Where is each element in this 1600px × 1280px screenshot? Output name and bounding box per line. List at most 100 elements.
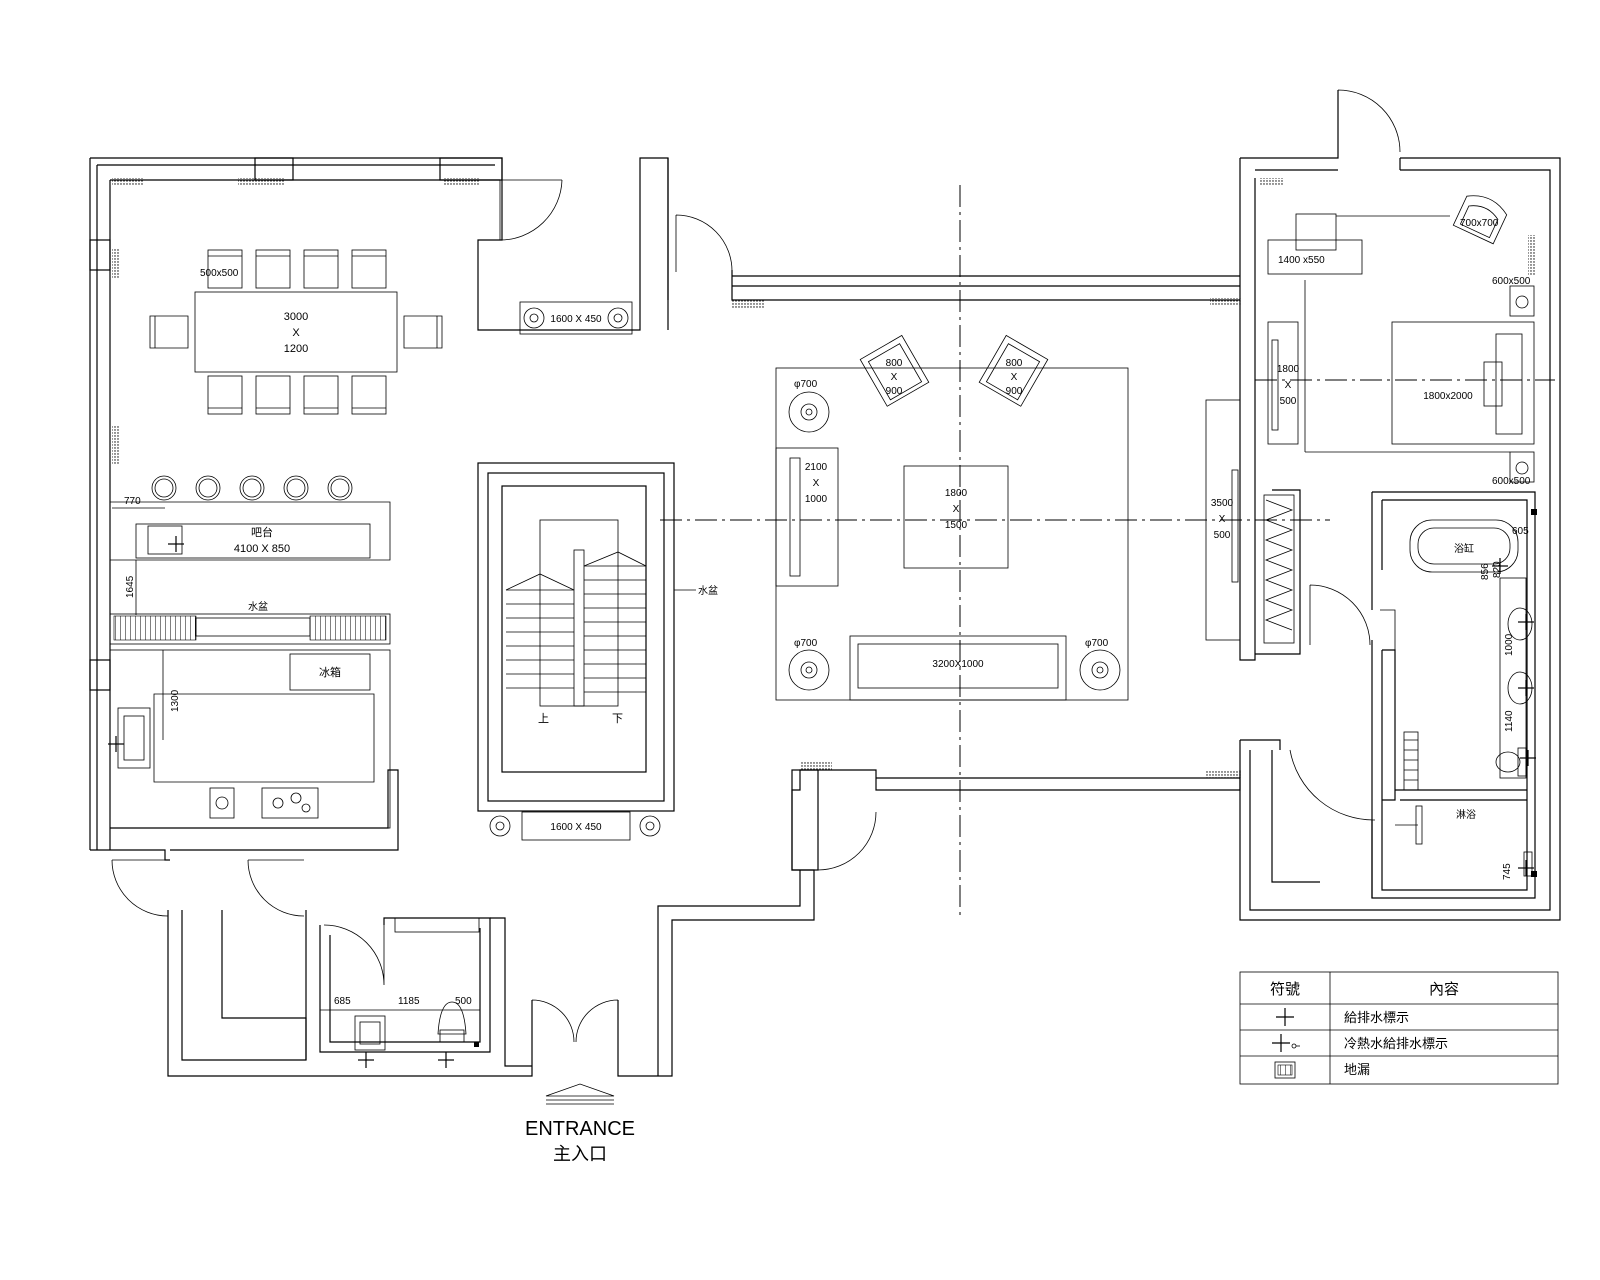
bathtub-label: 浴缸 bbox=[1454, 542, 1474, 555]
side-sofa bbox=[775, 447, 839, 587]
legend-row-2-text: 冷熱水給排水標示 bbox=[1344, 1037, 1448, 1052]
entrance-marker: ENTRANCE 主入口 bbox=[525, 1083, 635, 1165]
dining-table bbox=[194, 291, 398, 373]
dim-820: 820 bbox=[1492, 561, 1503, 578]
dim-1000: 1000 bbox=[1504, 633, 1515, 656]
wc-dim-500: 500 bbox=[455, 996, 472, 1007]
plus-hot-cold-icon bbox=[1272, 1034, 1300, 1052]
staircase: 上 下 水盆 bbox=[505, 519, 718, 725]
chair-size-label: 500x500 bbox=[200, 268, 239, 279]
kitchen-sink bbox=[117, 707, 151, 769]
wc-dim-1185: 1185 bbox=[398, 996, 420, 1007]
plumbing-markers bbox=[108, 509, 1537, 1068]
stair-down-label: 下 bbox=[612, 713, 623, 725]
stove bbox=[261, 787, 319, 819]
lamp-top-left-label: φ700 bbox=[794, 379, 818, 390]
desk bbox=[1267, 239, 1363, 275]
plumbing-marker bbox=[108, 736, 124, 752]
bar-sink bbox=[147, 525, 183, 555]
dim-1645: 1645 bbox=[125, 575, 136, 598]
floor-drain-icon bbox=[1274, 1061, 1296, 1079]
bar-stool bbox=[151, 475, 177, 501]
vanity bbox=[1499, 577, 1527, 779]
dining-chair bbox=[303, 375, 339, 415]
dining-chair bbox=[207, 249, 243, 289]
coffee-table bbox=[903, 465, 1009, 569]
legend-header-symbol: 符號 bbox=[1270, 980, 1300, 998]
bar-size-label: 4100 X 850 bbox=[234, 543, 290, 555]
plus-icon bbox=[1276, 1008, 1294, 1026]
plumbing-marker bbox=[438, 1052, 454, 1068]
wardrobe bbox=[1267, 321, 1299, 445]
main-sofa-size: 3200X1000 bbox=[932, 659, 984, 670]
legend-row-3-text: 地漏 bbox=[1344, 1062, 1370, 1078]
axis-lines bbox=[660, 185, 1555, 920]
desk-size-label: 1400 x550 bbox=[1278, 255, 1325, 266]
dining-chair bbox=[351, 249, 387, 289]
dim-770: 770 bbox=[124, 496, 141, 507]
kitchen: 冰箱 1300 bbox=[109, 649, 391, 829]
lamp-bottom-right-label: φ700 bbox=[1085, 638, 1109, 649]
plumbing-marker bbox=[1518, 860, 1534, 876]
floor-drain bbox=[1531, 871, 1537, 877]
tv-cabinet bbox=[1205, 399, 1241, 641]
dining-chair bbox=[255, 375, 291, 415]
bathtub bbox=[1409, 519, 1519, 573]
cabinet-label: 水盆 bbox=[248, 600, 268, 613]
entrance-text-cn: 主入口 bbox=[553, 1144, 607, 1165]
toilet bbox=[1495, 751, 1521, 773]
planter-bottom-label: 1600 X 450 bbox=[550, 822, 602, 833]
shower-label: 淋浴 bbox=[1456, 808, 1476, 821]
master-bathroom: 浴缸 605 820 856 1000 1140 淋浴 745 bbox=[1403, 519, 1533, 880]
dim-1140: 1140 bbox=[1504, 710, 1515, 732]
plumbing-marker bbox=[168, 536, 184, 552]
planters: 1600 X 450 1600 X 450 bbox=[489, 301, 661, 841]
stair-up-label: 上 bbox=[538, 712, 549, 725]
dining-chair bbox=[303, 249, 339, 289]
planter-top-label: 1600 X 450 bbox=[550, 314, 602, 325]
wc-sink bbox=[354, 1015, 386, 1051]
plumbing-marker bbox=[358, 1052, 374, 1068]
dining-chair bbox=[351, 375, 387, 415]
bar-area: 吧台 4100 X 850 770 1645 水盆 bbox=[109, 475, 391, 645]
legend-header-content: 內容 bbox=[1429, 980, 1459, 998]
living-rug bbox=[775, 367, 1129, 701]
bar-stool bbox=[327, 475, 353, 501]
dining-chair bbox=[207, 375, 243, 415]
doors bbox=[111, 89, 1418, 1070]
main-sofa bbox=[849, 635, 1067, 701]
bar-stool bbox=[195, 475, 221, 501]
wc-dim-685: 685 bbox=[334, 996, 351, 1007]
bar-stool bbox=[239, 475, 265, 501]
bar-counter-label: 吧台 bbox=[251, 525, 273, 539]
fridge bbox=[289, 653, 371, 691]
bar-stool bbox=[283, 475, 309, 501]
plumbing-marker bbox=[1518, 680, 1534, 696]
plumbing-marker bbox=[1520, 750, 1536, 766]
stair-note-label: 水盆 bbox=[698, 584, 718, 597]
bed bbox=[1391, 321, 1535, 445]
dim-856: 856 bbox=[1480, 563, 1491, 580]
wc-toilet bbox=[437, 1001, 467, 1035]
entrance-text: ENTRANCE bbox=[525, 1118, 635, 1140]
nightstand-top-label: 600x500 bbox=[1492, 276, 1531, 287]
guest-wc: 685 1185 500 bbox=[320, 917, 480, 1051]
floor-drain bbox=[1531, 509, 1537, 515]
dim-745: 745 bbox=[1502, 863, 1513, 880]
bed-size-label: 1800x2000 bbox=[1423, 391, 1473, 402]
lamp-bottom-left-label: φ700 bbox=[794, 638, 818, 649]
dim-1300: 1300 bbox=[170, 689, 181, 712]
nightstand-bottom-label: 600x500 bbox=[1492, 476, 1531, 487]
legend-table: 符號 內容 給排水標示 冷熱水給排水標示 地漏 bbox=[1239, 971, 1559, 1085]
wall-insulation bbox=[112, 178, 1536, 778]
